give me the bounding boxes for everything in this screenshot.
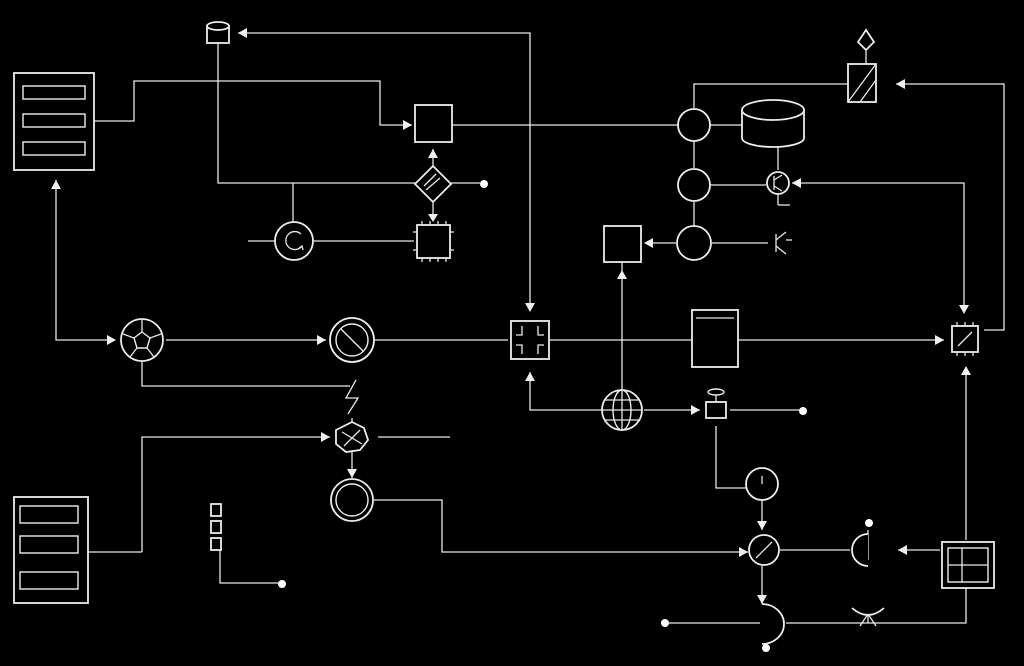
chip-icon (413, 221, 454, 262)
battery-stack-icon (210, 503, 222, 551)
endpoint-dots (278, 180, 873, 652)
chip-icon-right (951, 322, 979, 356)
half-circle-connector-icon-lower (761, 603, 785, 645)
server-rack-bottom (13, 496, 89, 604)
circle-node-2 (677, 168, 711, 202)
router-icon (510, 320, 550, 360)
refresh-icon (274, 221, 314, 261)
satellite-dish-icon (851, 607, 885, 627)
satellite-icon (705, 388, 727, 419)
transistor-icon-upper (766, 171, 790, 206)
cylinder-storage-icon (741, 99, 805, 148)
spark-node-icon (335, 420, 370, 453)
no-entry-icon (329, 317, 375, 363)
switch-icon (413, 164, 453, 204)
gauge-icon (748, 534, 780, 566)
square-node-mid (603, 225, 642, 263)
monitor-panel-icon (941, 541, 995, 589)
soccer-ball-icon (120, 318, 164, 362)
circle-node-3 (676, 225, 712, 261)
square-node-top (414, 104, 453, 143)
relay-icon (847, 63, 877, 103)
server-rack-top (13, 72, 95, 171)
half-circle-connector-icon-upper (851, 533, 869, 567)
large-circle-node (330, 478, 374, 522)
transistor-icon-lower (775, 231, 792, 255)
antenna-icon (856, 28, 876, 64)
timer-icon (745, 467, 779, 501)
globe-icon (601, 389, 643, 431)
database-icon (206, 21, 230, 44)
connection-lines (55, 32, 1005, 648)
document-node (691, 309, 739, 368)
arrow-heads (51, 28, 971, 604)
circle-node-1 (677, 108, 711, 142)
bolt-icon (344, 379, 360, 415)
